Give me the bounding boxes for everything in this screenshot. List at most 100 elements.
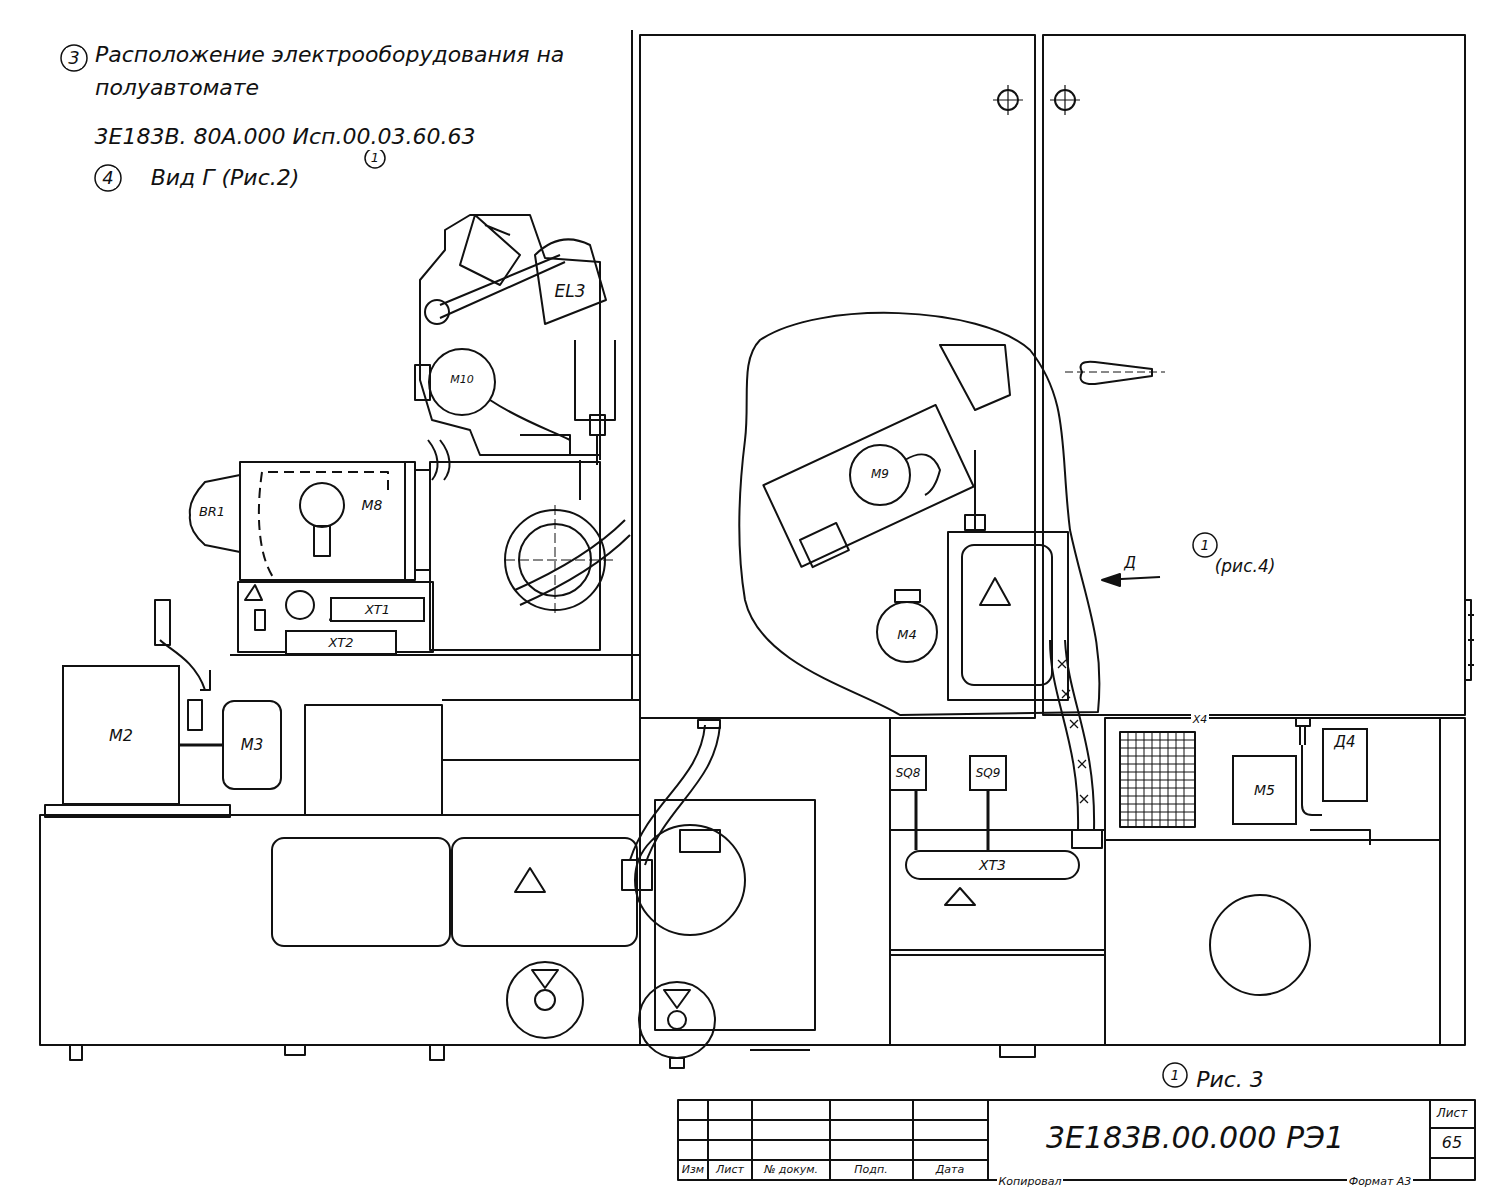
- filter-mesh: [1120, 732, 1195, 827]
- ground-symbol: [515, 868, 545, 892]
- component-label: SQ8: [896, 766, 921, 780]
- part-label: Изм: [680, 1164, 706, 1177]
- fitting: [155, 600, 170, 645]
- component-label: Д4: [1334, 733, 1355, 751]
- part-label: 1: [1199, 537, 1212, 553]
- part-label: Формат А3: [1347, 1176, 1414, 1189]
- lamp-socket: [314, 526, 330, 556]
- slide-block: [940, 345, 1010, 410]
- lamp: [300, 483, 344, 527]
- ground-symbol: [945, 888, 975, 905]
- component-box: M2: [62, 665, 180, 805]
- base-section: [890, 830, 1105, 950]
- component-label: XT1: [365, 602, 390, 617]
- base-section: [890, 955, 1105, 1045]
- pipe: [1296, 718, 1322, 815]
- connector: [1072, 830, 1102, 848]
- table: [305, 705, 442, 815]
- door-handle: [1081, 362, 1152, 384]
- side-panel: [1440, 718, 1465, 1045]
- ground-symbol: [980, 578, 1010, 605]
- component-label: XT3: [979, 857, 1006, 873]
- part-label: Подп.: [852, 1164, 889, 1177]
- filter-mesh: [1120, 732, 1195, 827]
- part-label: 3Е183В. 80А.000 Исп.00.03.60.63: [93, 124, 478, 149]
- part-label: M10: [448, 374, 476, 387]
- cable-line: [915, 791, 918, 850]
- cabinet-door: [1043, 35, 1465, 715]
- component-label: XT2: [328, 635, 353, 650]
- part-label: (рис.4): [1213, 557, 1278, 577]
- plate: [680, 830, 720, 852]
- callout-circle: [61, 45, 87, 71]
- handwheel: [668, 1011, 686, 1029]
- motor-m10: [429, 349, 495, 415]
- part-label: Вид Г (Рис.2): [149, 165, 302, 190]
- door-lock: [993, 85, 1023, 115]
- part-label: Лист: [1435, 1107, 1469, 1121]
- component-box: SQ9: [969, 755, 1007, 791]
- part-label: Лист: [714, 1164, 746, 1177]
- cable-line: [987, 791, 990, 850]
- cable: [905, 454, 940, 495]
- cable-hose: [622, 725, 720, 890]
- part-label: 65: [1440, 1134, 1464, 1152]
- callout-circle: [95, 165, 121, 191]
- part-label: BR1: [197, 505, 227, 520]
- part-label: Рис. 3: [1194, 1067, 1266, 1092]
- cable-hose: [1050, 640, 1094, 830]
- cover-panel: [452, 838, 637, 946]
- motor-base: [45, 805, 230, 817]
- junction-area: [238, 582, 433, 652]
- gear: [286, 591, 314, 619]
- part-label: Дата: [934, 1164, 966, 1177]
- component-box: XT2: [285, 630, 397, 655]
- component-label: M5: [1254, 782, 1275, 798]
- bed-foot: [750, 1045, 1035, 1057]
- frame-line: [631, 30, 633, 700]
- handwheel: [639, 982, 715, 1058]
- callout-circle: [365, 148, 385, 168]
- tacho-br1: [190, 475, 240, 552]
- component-box: M5: [1232, 755, 1297, 825]
- hidden-line: [259, 472, 388, 580]
- base-section: [1105, 718, 1440, 1045]
- headstock-m8: [240, 462, 415, 580]
- headstock-flange: [405, 462, 430, 580]
- tank-cover: [1210, 895, 1310, 995]
- part-label: 4: [100, 168, 115, 189]
- tank-edge: [1105, 830, 1440, 845]
- title-block-grid: [678, 1100, 1475, 1180]
- part-label: 3: [66, 48, 81, 69]
- component-label: M2: [109, 726, 133, 745]
- callout-circle: [1163, 1063, 1187, 1087]
- drawing-title: Расположение электрооборудования на полу…: [95, 38, 575, 104]
- component-box: Д4: [1322, 728, 1368, 802]
- machine-bed: [40, 815, 640, 1045]
- cable-hatch: [1058, 660, 1088, 803]
- cable-hose: [428, 440, 450, 480]
- ground-symbol: [532, 970, 558, 988]
- terminal-box: [895, 590, 920, 602]
- cable-line: [180, 744, 222, 747]
- wheelhead: [430, 462, 600, 650]
- handwheel: [507, 962, 583, 1038]
- component-label: SQ9: [976, 766, 1001, 780]
- part-label: Д: [1122, 555, 1138, 572]
- part-label: 3Е183В.00.000 РЭ1: [1044, 1121, 1346, 1156]
- component-box: XT3: [905, 850, 1080, 880]
- fitting: [188, 700, 202, 730]
- part-label: X4: [1191, 714, 1210, 727]
- part-label: 1: [1169, 1067, 1182, 1083]
- door-lock: [1050, 85, 1080, 115]
- bracket: [575, 340, 615, 460]
- bellows: [490, 400, 570, 455]
- component-box: XT1: [330, 597, 425, 622]
- drive-box: [655, 800, 815, 1030]
- electrical-panel: [962, 545, 1052, 685]
- part-label: EL3: [552, 282, 587, 302]
- connector: [698, 720, 720, 728]
- part-label: Копировал: [997, 1176, 1064, 1189]
- part-label: M8: [360, 497, 385, 513]
